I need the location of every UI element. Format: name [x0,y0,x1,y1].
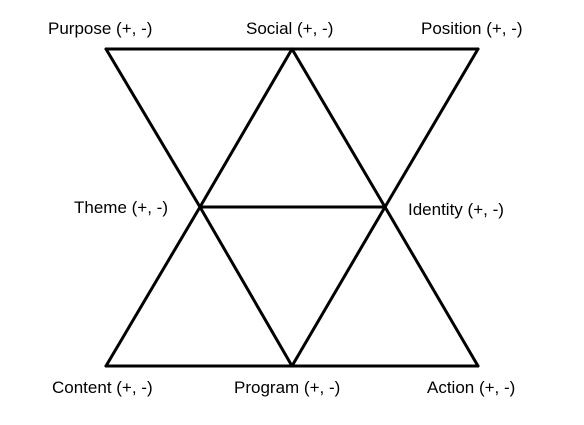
edge-position-identity [383,47,480,209]
edge-social-identity [290,47,387,209]
edge-identity-action [383,205,480,368]
node-content: Content (+, -) [52,378,153,397]
edge-theme-program [198,205,294,368]
node-purpose: Purpose (+, -) [48,19,153,38]
node-program: Program (+, -) [234,378,341,397]
edge-purpose-theme [104,47,202,209]
node-position: Position (+, -) [421,19,523,38]
edge-theme-content [104,205,202,368]
edge-identity-program [290,205,387,368]
edge-social-theme [198,47,294,209]
node-identity: Identity (+, -) [408,200,504,219]
node-action: Action (+, -) [427,378,516,397]
node-social: Social (+, -) [246,19,334,38]
node-theme: Theme (+, -) [74,198,168,217]
